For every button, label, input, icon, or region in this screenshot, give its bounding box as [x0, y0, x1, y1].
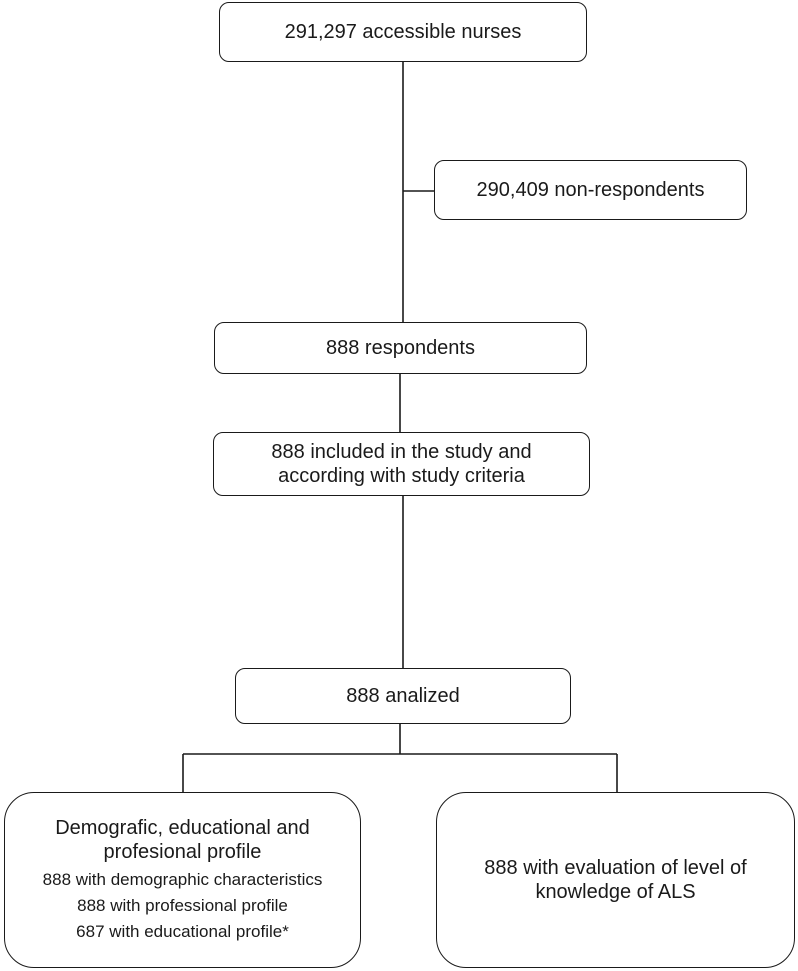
node-knowledge: 888 with evaluation of level of knowledg…: [436, 792, 795, 968]
node-profile: Demografic, educational and profesional …: [4, 792, 361, 968]
node-respondents: 888 respondents: [214, 322, 587, 374]
node-profile-item-demographic: 888 with demographic characteristics: [42, 869, 323, 889]
node-included-in-study: 888 included in the study and according …: [213, 432, 590, 496]
node-analyzed: 888 analized: [235, 668, 571, 724]
node-included-label-line1: 888 included in the study and: [271, 441, 532, 463]
node-knowledge-label-line1: 888 with evaluation of level of: [484, 857, 747, 879]
node-profile-item-professional: 888 with professional profile: [77, 895, 288, 915]
node-profile-heading-line1: Demografic, educational and: [55, 816, 310, 839]
node-profile-heading: Demografic, educational and profesional …: [55, 816, 310, 864]
node-respondents-label: 888 respondents: [325, 337, 475, 359]
node-profile-item-educational: 687 with educational profile*: [76, 921, 289, 941]
node-non-respondents-label: 290,409 non-respondents: [476, 179, 705, 201]
node-included-label-line2: according with study criteria: [278, 465, 525, 487]
node-non-respondents: 290,409 non-respondents: [434, 160, 747, 220]
node-analyzed-label: 888 analized: [346, 685, 460, 707]
node-profile-heading-line2: profesional profile: [103, 840, 262, 863]
node-accessible-nurses-label: 291,297 accessible nurses: [284, 21, 522, 43]
node-accessible-nurses: 291,297 accessible nurses: [219, 2, 587, 62]
node-knowledge-label-line2: knowledge of ALS: [535, 881, 696, 903]
